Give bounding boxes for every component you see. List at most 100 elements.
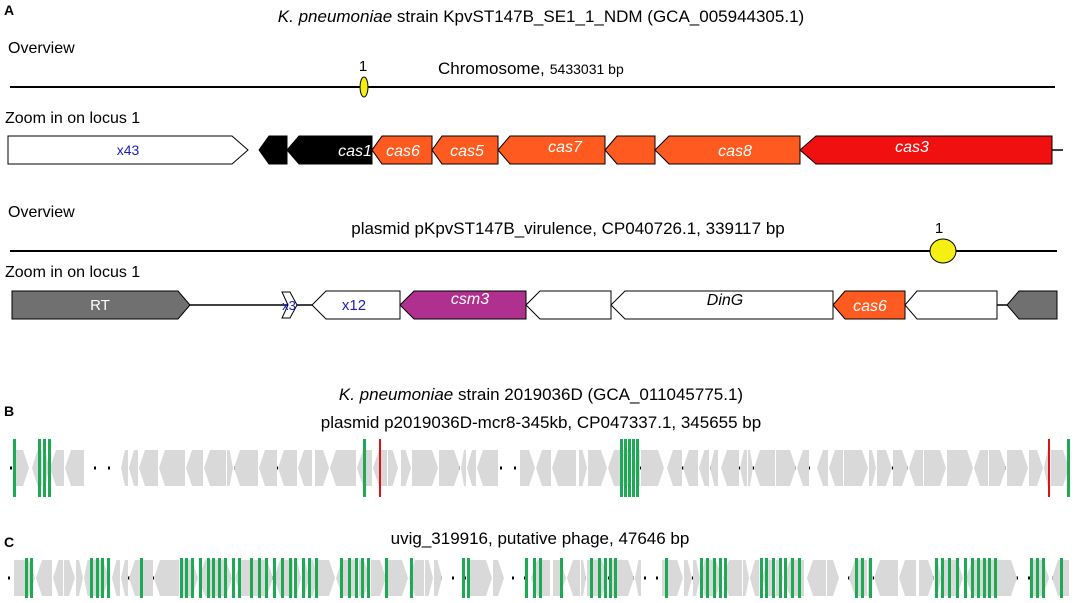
panel-c-title: uvig_319916, putative phage, 47646 bp [391,529,690,548]
plasmid-b-gene-22 [412,450,438,486]
locus-2-marker [929,238,957,264]
phage-c-spacer-hit-21 [281,558,284,598]
phage-c-spacer-hit-73 [1042,558,1045,598]
plasmid-b-gene-24 [461,450,466,486]
phage-c-gene-43 [743,560,749,596]
locus-2-gene-label-5: DinG [707,292,743,309]
plasmid-b-gene-36 [683,450,698,486]
phage-c-spacer-hit-14 [224,558,227,598]
phage-c-spacer-hit-17 [250,558,253,598]
plasmid-b-gene-15 [298,450,312,486]
phage-c-spacer-hit-47 [706,558,709,598]
plasmid-b-spacer-hit-3 [48,439,51,497]
phage-c-gene-52 [874,560,898,596]
phage-c-gene-48 [807,560,826,596]
panel-c: C uvig_319916, putative phage, 47646 bp [4,529,1072,598]
plasmid-b-gene-14 [278,450,297,486]
phage-c-gene-4 [76,560,83,596]
locus-1-gene-label-7: cas8 [718,143,752,160]
overview-1-label: Overview [8,40,75,57]
phage-c-spacer-hit-8 [185,558,188,598]
locus-1-gene-3 [371,135,433,165]
phage-c-gene-49 [827,560,839,596]
plasmid-b-gene-41 [748,450,753,486]
plasmid-b-spacer-hit-4 [363,439,366,497]
panel-b-title: K. pneumoniae strain 2019036D (GCA_01104… [339,385,743,404]
phage-c-spacer-hit-72 [1036,558,1039,598]
locus-1-gene-label-2: cas1 [338,143,372,160]
plasmid-b-track [13,439,1070,497]
phage-c-gene-42 [723,560,742,596]
plasmid-b-gene-11 [227,450,233,486]
locus-2-gene-6 [832,290,906,320]
phage-c-spacer-hit-26 [315,558,318,598]
locus-1-gene-label-4: cas5 [450,143,484,160]
plasmid-b-gene-25 [467,450,476,486]
plasmid-b-gene-35 [667,450,682,486]
phage-c-spacer-hit-33 [410,558,413,598]
phage-c-spacer-hit-40 [590,558,593,598]
locus-2-gene-3 [399,290,527,320]
phage-c-spacer-hit-35 [467,558,470,598]
phage-c-gene-58 [991,560,1017,596]
phage-c-spacer-hit-27 [340,558,343,598]
phage-c-spacer-hit-51 [760,558,763,598]
phage-c-spacer-hit-5 [107,558,110,598]
plasmid-b-spacer-hit-0 [13,439,16,497]
phage-c-spacer-hit-13 [218,558,221,598]
plasmid-b-gene-56 [1007,450,1028,486]
phage-c-gene-35 [609,560,634,596]
plasmid-b-gene-31 [588,450,607,486]
phage-c-spacer-hit-30 [361,558,364,598]
plasmid-b-gene-9 [186,450,203,486]
phage-c-spacer-hit-60 [869,558,872,598]
plasmid-b-spacer-hit-5 [620,439,623,497]
plasmid-b-spacer-hit-7 [628,439,631,497]
phage-c-gene-6 [91,560,109,596]
locus-1-gene-7 [654,135,801,165]
locus-2-gene-label-3: csm3 [451,291,489,308]
phage-c-spacer-hit-22 [289,558,292,598]
phage-c-gene-21 [336,560,358,596]
plasmid-b-gene-50 [893,450,908,486]
plasmid-b-gene-20 [388,450,398,486]
phage-c-gene-39 [693,560,700,596]
phage-c-spacer-hit-52 [765,558,768,598]
plasmid-b-red-mark-0 [379,439,381,497]
phage-c-spacer-hit-0 [25,558,28,598]
phage-c-spacer-hit-58 [855,558,858,598]
phage-c-gene-3 [64,560,75,596]
phage-c-spacer-hit-36 [525,558,528,598]
plasmid-b-gene-54 [974,450,988,486]
phage-c-spacer-hit-42 [604,558,607,598]
plasmid-b-gene-8 [159,450,185,486]
phage-c-gene-1 [36,560,52,596]
plasmid-b-gene-42 [754,450,775,486]
plasmid-b-gene-10 [204,450,226,486]
phage-c-spacer-hit-39 [560,558,563,598]
zoom-2-label: Zoom in on locus 1 [5,264,140,281]
phage-c-spacer-hit-23 [294,558,297,598]
chromosome-size: 5433031 bp [550,61,624,77]
locus-1-gene-label-5: cas7 [548,139,583,156]
phage-c-spacer-hit-48 [713,558,716,598]
plasmid-b-gene-5 [121,450,128,486]
phage-c-gene-54 [919,560,934,596]
phage-c-gene-26 [425,560,433,596]
locus-1-gene-2 [286,135,373,165]
panel-c-letter: C [4,534,14,550]
phage-c-spacer-hit-63 [948,558,951,598]
plasmid-b-gene-53 [947,450,973,486]
plasmid-b-gene-40 [740,450,747,486]
plasmid-b-spacer-hit-10 [1067,439,1070,497]
phage-c-spacer-hit-31 [367,558,370,598]
locus-1-gene-4 [431,135,499,165]
panel-a-title: K. pneumoniae strain KpvST147B_SE1_1_NDM… [278,7,804,26]
plasmid-b-gene-43 [776,450,796,486]
phage-c-spacer-hit-59 [861,558,864,598]
panel-a-title-species: K. pneumoniae [278,7,392,26]
locus-2-gene-4 [525,290,612,320]
locus-2-gene-1 [281,291,298,319]
